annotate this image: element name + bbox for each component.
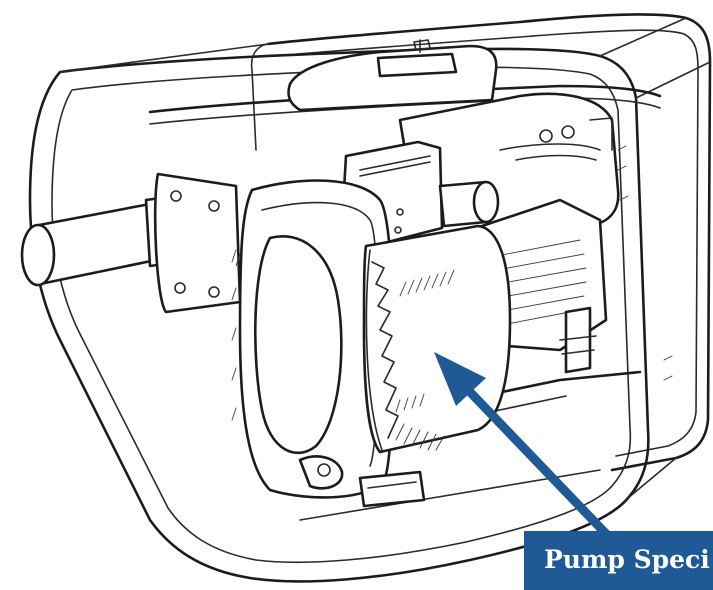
callout-arrow	[434, 352, 617, 545]
motor-body	[362, 224, 512, 454]
pump-specs-callout: Pump Speci	[524, 531, 713, 590]
pump-volute-face	[253, 235, 343, 455]
flange-plate	[153, 172, 242, 314]
frame-rear-outline	[266, 13, 712, 472]
pump-specs-callout-label: Pump Speci	[544, 545, 710, 574]
fuel-tank	[287, 44, 498, 112]
outlet-pipe-opening	[20, 223, 56, 287]
fuel-cap	[376, 52, 458, 78]
